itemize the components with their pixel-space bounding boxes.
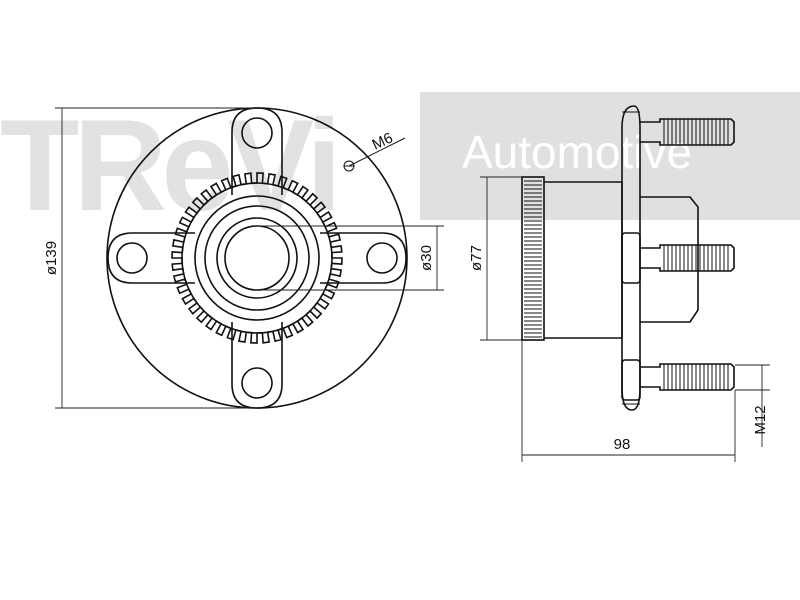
m12-label: M12 bbox=[752, 405, 769, 434]
d77-label: ø77 bbox=[468, 245, 485, 271]
bolt-hole-left bbox=[116, 242, 148, 274]
tone-ring-side bbox=[521, 176, 545, 341]
front-view: M6 ø139 ø30 bbox=[43, 107, 444, 409]
d139-label: ø139 bbox=[43, 241, 60, 275]
m6-label: M6 bbox=[370, 129, 396, 153]
hub-circle-1 bbox=[194, 195, 320, 321]
watermark: TReVi Automotive bbox=[0, 92, 800, 238]
bolt-hole-bottom bbox=[241, 367, 273, 399]
hub-circle-2 bbox=[204, 205, 310, 311]
wheel-stud bbox=[640, 118, 735, 146]
side-view: ø77 98 M12 bbox=[468, 105, 770, 462]
tone-ring-inner bbox=[181, 182, 333, 334]
watermark-brand: TReVi bbox=[0, 92, 336, 238]
stud-body bbox=[640, 363, 735, 391]
tone-ring-side-teeth bbox=[524, 180, 542, 338]
watermark-tagline: Automotive bbox=[462, 126, 692, 178]
d30-label: ø30 bbox=[418, 245, 435, 271]
ear-right bbox=[320, 232, 407, 284]
m6-leader bbox=[348, 137, 406, 167]
stud-body bbox=[640, 118, 735, 146]
wheel-stud bbox=[640, 363, 735, 391]
flange-ears bbox=[107, 107, 407, 409]
watermark-band bbox=[420, 92, 800, 220]
bolt-hole-top bbox=[241, 117, 273, 149]
ear-left bbox=[107, 232, 195, 284]
d98-label: 98 bbox=[614, 436, 631, 453]
flange-boss-middle bbox=[621, 232, 641, 284]
hub-spigot bbox=[640, 196, 699, 323]
wheel-studs bbox=[640, 118, 735, 391]
bolt-hole-right bbox=[366, 242, 398, 274]
hub-circle-3 bbox=[216, 217, 298, 299]
stud-body bbox=[640, 244, 735, 272]
wheel-stud bbox=[640, 244, 735, 272]
flange-boss-bottom bbox=[621, 359, 641, 401]
